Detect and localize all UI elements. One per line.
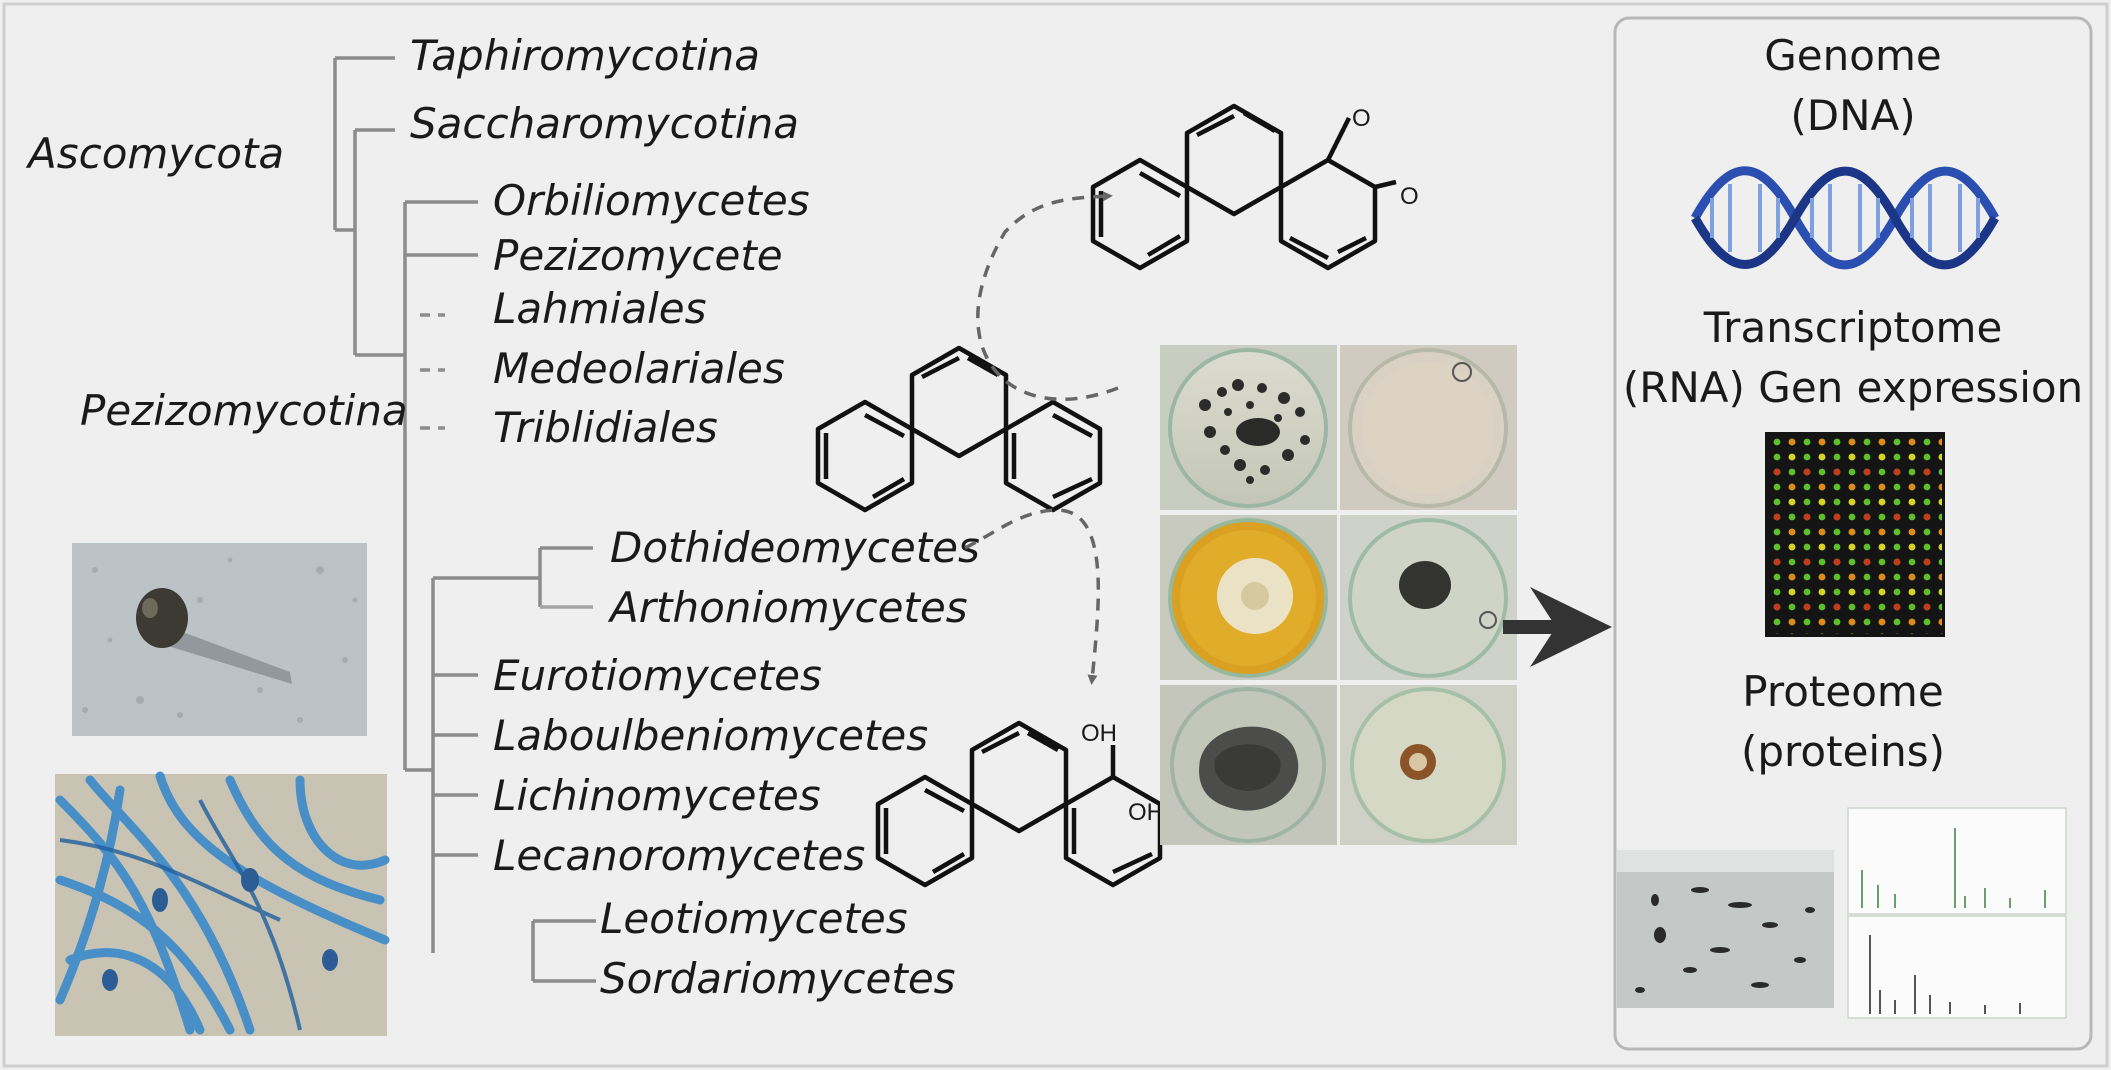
hyphae-micrograph [55,771,390,1036]
phenanthrene-structure [815,345,1103,513]
hydroxyl-label-1: OH [1081,720,1117,747]
taxon-saccharomycotina: Saccharomycotina [410,99,799,148]
dashed-arrow-to-diol [964,508,1101,685]
oxygen-label-2: O [1400,183,1419,210]
subphylum-label: Pezizomycotina [80,386,408,435]
petri-dish-culture [1348,518,1508,678]
flow-arrow [1503,587,1612,667]
proteome-title: Proteome [1742,667,1943,716]
petri-dish-culture [1350,687,1506,843]
taxon-sordariomycetes: Sordariomycetes [600,954,956,1003]
gel-electrophoresis-icon [1617,850,1834,1008]
quinone-structure: O O [1090,103,1419,271]
genome-title: Genome [1764,31,1941,80]
taxon-lichinomycetes: Lichinomycetes [493,771,821,820]
taxon-lecanoromycetes: Lecanoromycetes [493,831,865,880]
petri-dish-culture [1170,687,1326,843]
taxon-taphiromycotina: Taphiromycotina [410,31,760,80]
petri-dish-culture [1348,348,1508,508]
microarray-icon [1765,432,1945,637]
dashed-arrow-to-quinone [976,191,1119,401]
taxon-laboulbeniomycetes: Laboulbeniomycetes [493,711,928,760]
dna-helix-icon [1691,166,1999,270]
phylogenetic-tree [333,56,596,983]
petri-dish-culture [1168,518,1328,678]
mass-spectrum-icon [1847,807,2067,1019]
phylum-label: Ascomycota [25,129,284,178]
taxon-lahmiales: Lahmiales [493,284,706,333]
taxon-arthoniomycetes: Arthoniomycetes [607,583,968,632]
conidiophore-micrograph [72,543,367,736]
taxon-triblidiales: Triblidiales [493,403,718,452]
genome-subtitle: (DNA) [1790,91,1915,140]
taxon-pezizomycete: Pezizomycete [493,231,783,280]
petri-dish-culture [1168,348,1328,508]
petri-dish-grid [1160,345,1517,845]
oxygen-label-1: O [1352,105,1371,132]
proteome-subtitle: (proteins) [1741,727,1945,776]
taxon-eurotiomycetes: Eurotiomycetes [493,651,822,700]
transcriptome-subtitle: (RNA) Gen expression [1623,363,2083,412]
transcriptome-title: Transcriptome [1703,303,2003,352]
taxon-dothideomycetes: Dothideomycetes [610,523,980,572]
taxon-orbiliomycetes: Orbiliomycetes [493,176,810,225]
taxon-leotiomycetes: Leotiomycetes [600,894,908,943]
taxon-medeolariales: Medeolariales [493,344,785,393]
hydroxyl-label-2: OH [1128,799,1164,826]
